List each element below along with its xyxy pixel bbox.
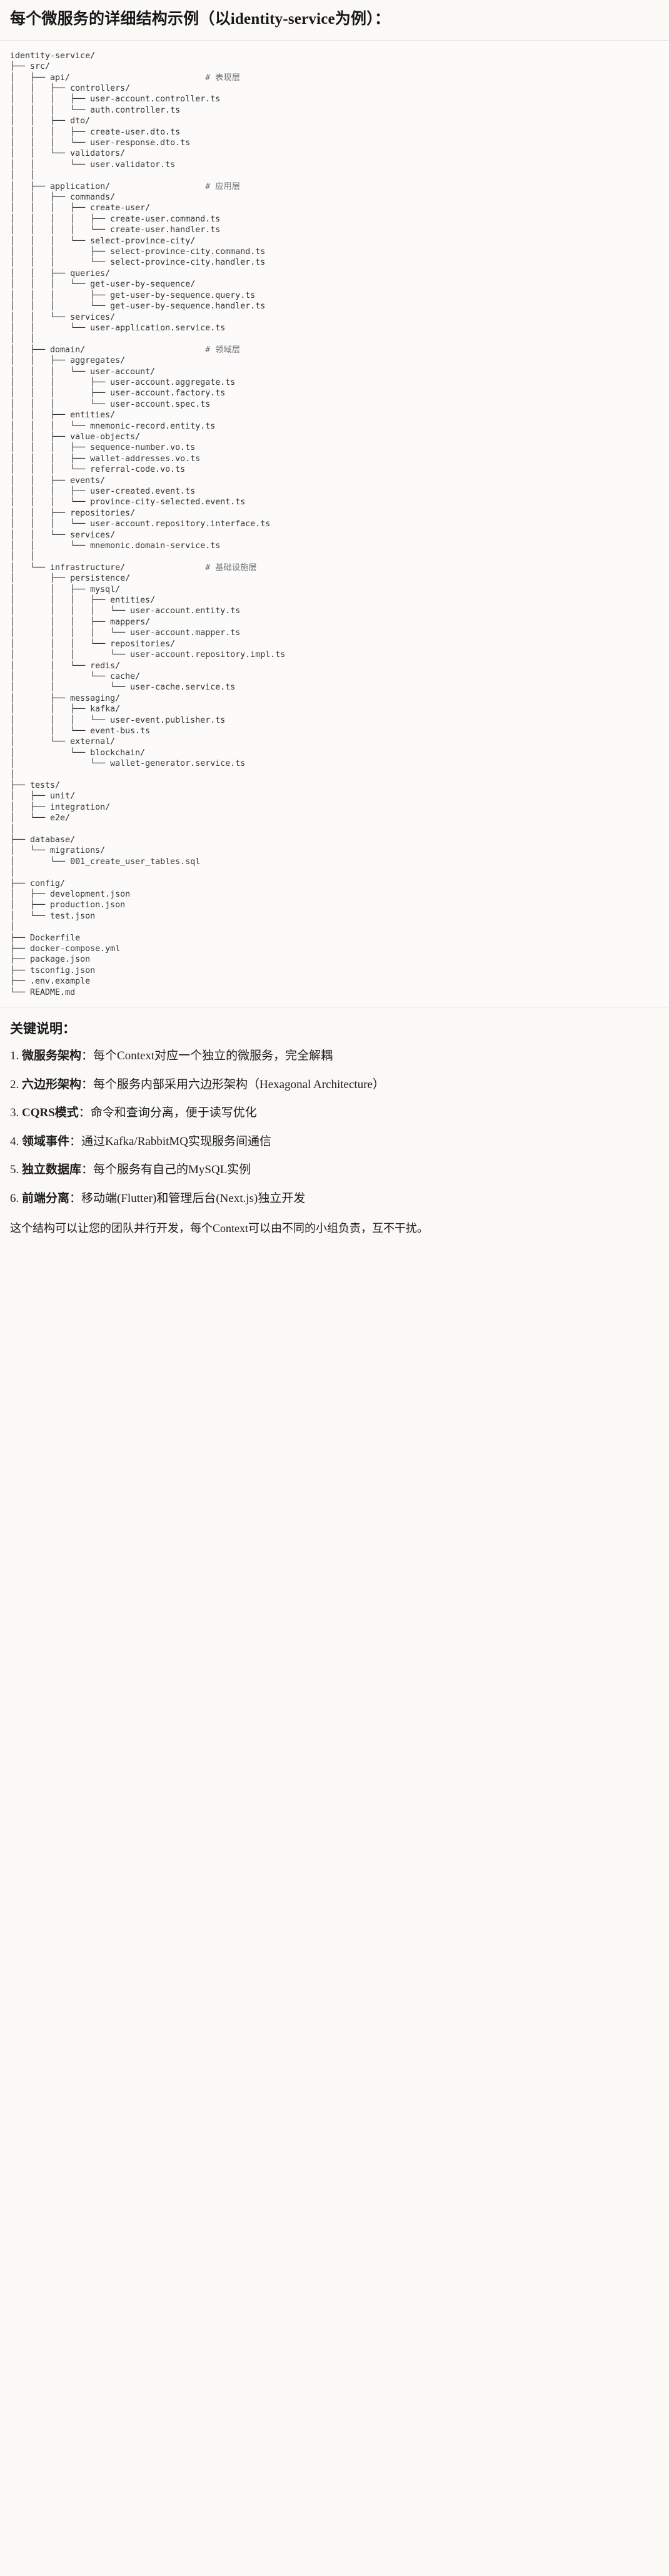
key-point-description: ：通过Kafka/RabbitMQ实现服务间通信 — [69, 1134, 271, 1148]
key-points-section: 关键说明： 1. 微服务架构：每个Context对应一个独立的微服务，完全解耦 2… — [0, 1007, 669, 1251]
key-point-term: 微服务架构 — [22, 1049, 82, 1063]
key-points-title: 关键说明： — [10, 1021, 76, 1037]
key-point-term: 六边形架构 — [22, 1077, 82, 1091]
tree-comment: # 应用层 — [205, 181, 241, 191]
key-point-term: 独立数据库 — [22, 1163, 82, 1177]
key-point-description: ：移动端(Flutter)和管理后台(Next.js)独立开发 — [69, 1191, 306, 1205]
key-point-item: 5. 独立数据库：每个服务有自己的MySQL实例 — [10, 1161, 659, 1179]
key-point-number: 5. — [10, 1163, 19, 1177]
key-point-number: 3. — [10, 1106, 19, 1120]
tree-comment: # 表现层 — [205, 73, 241, 83]
key-point-number: 2. — [10, 1077, 19, 1091]
key-point-item: 1. 微服务架构：每个Context对应一个独立的微服务，完全解耦 — [10, 1047, 659, 1066]
tree-comment: # 基础设施层 — [205, 563, 257, 573]
key-point-description: ：每个Context对应一个独立的微服务，完全解耦 — [81, 1049, 333, 1063]
key-point-term: 领域事件 — [22, 1134, 70, 1148]
key-points-footer: 这个结构可以让您的团队并行开发，每个Context可以由不同的小组负责，互不干扰… — [10, 1222, 428, 1235]
directory-tree-code-block: identity-service/ ├── src/ │ ├── api/ # … — [0, 40, 669, 1007]
key-point-item: 2. 六边形架构：每个服务内部采用六边形架构（Hexagonal Archite… — [10, 1076, 659, 1094]
directory-tree-content: identity-service/ ├── src/ │ ├── api/ # … — [0, 51, 669, 998]
key-point-number: 4. — [10, 1134, 19, 1148]
key-point-number: 6. — [10, 1191, 19, 1205]
key-point-item: 4. 领域事件：通过Kafka/RabbitMQ实现服务间通信 — [10, 1133, 659, 1151]
key-point-description: ：命令和查询分离，便于读写优化 — [78, 1106, 257, 1120]
key-point-description: ：每个服务内部采用六边形架构（Hexagonal Architecture） — [81, 1077, 385, 1091]
document-page: 每个微服务的详细结构示例（以identity-service为例）： ident… — [0, 0, 669, 1251]
key-point-item: 6. 前端分离：移动端(Flutter)和管理后台(Next.js)独立开发 — [10, 1190, 659, 1208]
key-point-term: CQRS模式 — [22, 1106, 79, 1120]
key-point-term: 前端分离 — [22, 1191, 70, 1205]
tree-comment: # 领域层 — [205, 345, 241, 355]
key-point-number: 1. — [10, 1049, 19, 1063]
key-point-item: 3. CQRS模式：命令和查询分离，便于读写优化 — [10, 1104, 659, 1123]
key-point-description: ：每个服务有自己的MySQL实例 — [81, 1163, 251, 1177]
directory-tree-text: identity-service/ ├── src/ │ ├── api/ # … — [10, 51, 286, 997]
title-divider — [0, 39, 669, 41]
key-points-list: 1. 微服务架构：每个Context对应一个独立的微服务，完全解耦 2. 六边形架… — [10, 1047, 659, 1208]
page-title: 每个微服务的详细结构示例（以identity-service为例）： — [10, 11, 391, 28]
